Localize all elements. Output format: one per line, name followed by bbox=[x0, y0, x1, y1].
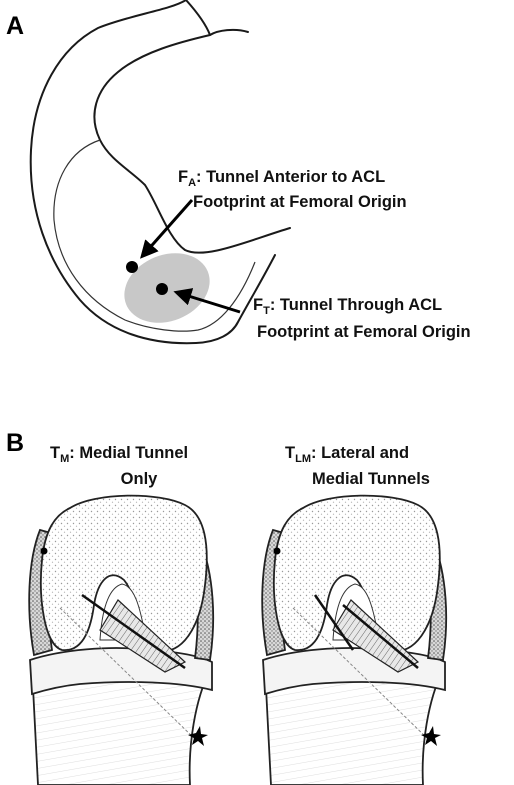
tlm-label-line1: TLM: Lateral and bbox=[285, 444, 409, 465]
lateral-femoral-dot bbox=[41, 548, 48, 555]
tunnel-through-dot bbox=[156, 283, 168, 295]
tlm-label-line2: Medial Tunnels bbox=[312, 470, 430, 488]
arrow-anterior bbox=[146, 200, 192, 252]
tm-label-line2: Only bbox=[121, 470, 158, 488]
knee-illustration-lateral-medial bbox=[262, 496, 446, 785]
callout-through-line2: Footprint at Femoral Origin bbox=[257, 323, 471, 341]
tunnel-anterior-dot bbox=[126, 261, 138, 273]
callout-anterior-line2: Footprint at Femoral Origin bbox=[193, 193, 407, 211]
panel-b-letter: B bbox=[6, 429, 24, 457]
panel-a-letter: A bbox=[6, 12, 24, 40]
knee-illustration-medial bbox=[29, 496, 213, 785]
notch-roof-line bbox=[94, 35, 290, 253]
tm-label-line1: TM: Medial Tunnel bbox=[50, 444, 188, 465]
callout-anterior-line1: FA: Tunnel Anterior to ACL bbox=[178, 168, 385, 189]
callout-through-line1: FT: Tunnel Through ACL bbox=[253, 296, 442, 317]
condyle-upper-tail bbox=[186, 0, 248, 35]
